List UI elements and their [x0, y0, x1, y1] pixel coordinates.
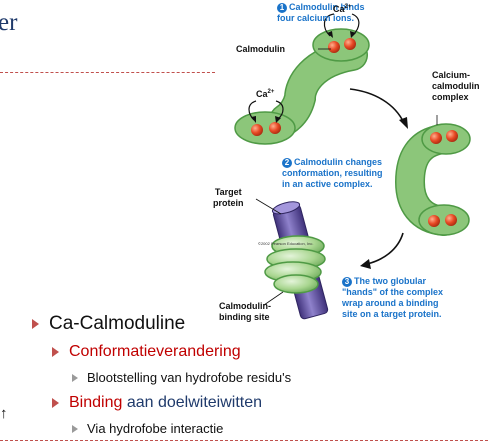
- leader-lines: [255, 48, 438, 306]
- calcium-ion-label-top: Ca2+: [333, 4, 352, 14]
- bullet-arrow-icon: [72, 373, 78, 382]
- calmodulin-label: Calmodulin: [236, 44, 285, 54]
- calcium-ions: [251, 38, 458, 227]
- bullet-arrow-icon: [52, 398, 59, 408]
- complex-top-lobe: [421, 123, 471, 155]
- ca-binding-arrows: [248, 13, 360, 123]
- ion: [428, 215, 440, 227]
- calcium-calmodulin-complex: [394, 123, 471, 236]
- process-arrows: [349, 88, 408, 269]
- footer-divider: [0, 440, 488, 441]
- binding-site-label: Calmodulin- binding site: [219, 301, 271, 322]
- complex-bottom-lobe: [418, 204, 470, 236]
- ion: [251, 124, 263, 136]
- target-protein-complex: [264, 201, 329, 320]
- ion: [446, 130, 458, 142]
- calmodulin-inactive: [234, 28, 370, 145]
- ion: [328, 41, 340, 53]
- ion: [269, 122, 281, 134]
- bullet-hydrofobe-interactie: Via hydrofobe interactie: [72, 421, 223, 436]
- bullet-binding: Binding aan doelwiteiwitten: [52, 394, 262, 412]
- calmodulin-body-fill: [270, 40, 367, 135]
- step3-number: 3: [342, 277, 352, 287]
- up-arrow-icon: ↑: [0, 405, 8, 422]
- complex-label: Calcium- calmodulin complex: [432, 70, 480, 102]
- bullet-blootstelling: Blootstelling van hydrofobe residu's: [72, 370, 291, 385]
- target-protein-label: Target protein: [213, 187, 244, 208]
- bullet-arrow-icon: [52, 347, 59, 357]
- bullet-conformatieverandering: Conformatieverandering: [52, 343, 241, 361]
- ion: [430, 132, 442, 144]
- bullet-arrow-icon: [72, 424, 78, 433]
- title-divider: [0, 72, 215, 73]
- bullet-arrow-icon: [32, 319, 39, 329]
- step2-number: 2: [282, 158, 292, 168]
- ion: [344, 38, 356, 50]
- ion: [445, 214, 457, 226]
- slide-title-fragment: er: [0, 9, 18, 36]
- wrapped-calmodulin: [264, 235, 326, 294]
- calmodulin-top-lobe: [312, 28, 370, 62]
- calmodulin-bottom-lobe: [234, 111, 296, 145]
- calcium-ion-label-left: Ca2+: [256, 89, 275, 99]
- bullet-ca-calmoduline: Ca-Calmoduline: [32, 313, 185, 335]
- step1-number: 1: [277, 3, 287, 13]
- copyright-notice: ©2002 Pearson Education, Inc.: [258, 241, 314, 246]
